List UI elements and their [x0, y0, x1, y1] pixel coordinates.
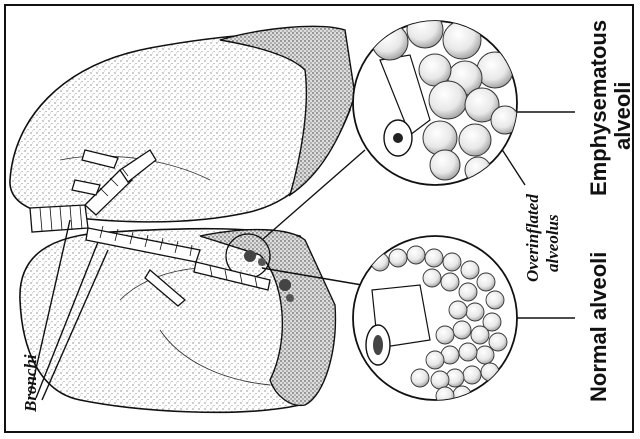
- emphysematous-alveoli-label-line1: Emphysematous: [588, 20, 610, 196]
- normal-alveoli-inset: [353, 236, 517, 405]
- upper-lung: [10, 26, 355, 222]
- emphysematous-alveoli-inset: [353, 12, 519, 185]
- normal-alveoli-label: Normal alveoli: [588, 252, 610, 402]
- overinflated-alveolus-label-line2: alveolus: [544, 214, 561, 272]
- bronchi-label: Bronchi: [22, 354, 39, 412]
- emphysematous-alveoli-label-line2: alveoli: [612, 82, 634, 150]
- overinflated-alveolus-label-line1: Overinflated: [524, 194, 541, 282]
